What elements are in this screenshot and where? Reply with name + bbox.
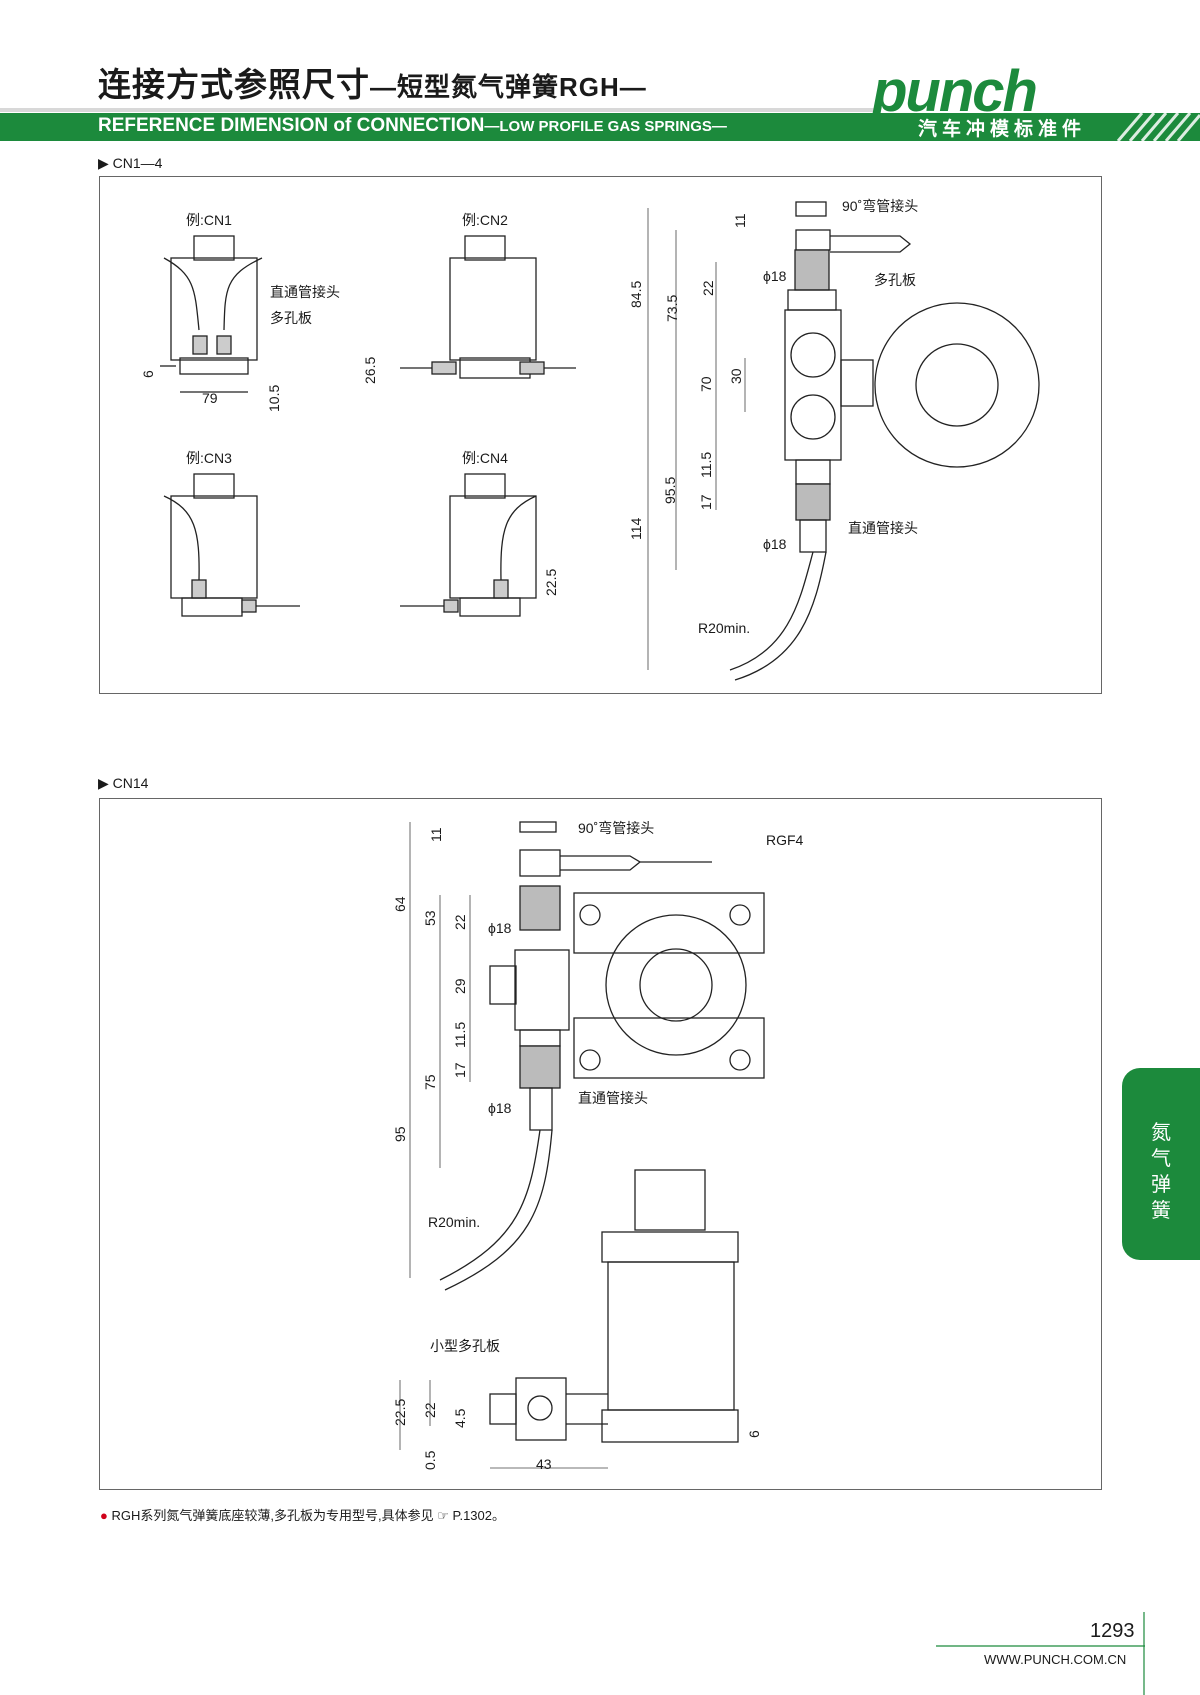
logo-subtitle: 汽车冲模标准件	[918, 119, 1087, 140]
dim-phi18-top-cn14: ϕ18	[488, 920, 512, 936]
info-icon: ●	[100, 1508, 108, 1523]
cn1-example-label: 例:CN1	[186, 212, 232, 228]
title-cn-sub: —短型氮气弹簧RGH—	[370, 72, 647, 102]
small-manifold-label: 小型多孔板	[430, 1338, 500, 1354]
triangle-icon: ▶	[98, 155, 109, 171]
manifold-label-2: 多孔板	[874, 272, 916, 288]
triangle-icon: ▶	[98, 775, 109, 791]
section1-frame	[99, 176, 1102, 694]
side-category-tab[interactable]	[1122, 1068, 1200, 1260]
radius-label: R20min.	[698, 620, 751, 636]
dim-43: 43	[536, 1456, 552, 1472]
straight-fitting-label: 直通管接头	[270, 284, 340, 300]
radius-label-cn14: R20min.	[428, 1214, 481, 1230]
dim-phi18-top: ϕ18	[763, 268, 787, 284]
elbow-fitting-label-cn14: 90˚弯管接头	[578, 820, 655, 836]
punch-logo: punch	[872, 59, 1038, 124]
straight-fitting-label-2: 直通管接头	[848, 520, 918, 536]
section2-label-text: CN14	[112, 775, 149, 791]
section2-frame	[99, 798, 1102, 1490]
side-category-tab-label: 氮气弹簧	[1151, 1122, 1171, 1222]
cn2-example-label: 例:CN2	[462, 212, 508, 228]
straight-fitting-label-cn14: 直通管接头	[578, 1090, 648, 1106]
dim-79: 79	[202, 390, 218, 406]
title-cn-main: 连接方式参照尺寸	[98, 66, 370, 103]
website-url[interactable]: WWW.PUNCH.COM.CN	[984, 1652, 1127, 1667]
header-stripes	[0, 108, 1200, 142]
title-en-sub: —LOW PROFILE GAS SPRINGS—	[484, 118, 727, 135]
section1-label: ▶ CN1—4	[98, 155, 162, 172]
section1-label-text: CN1—4	[112, 155, 163, 171]
manifold-label: 多孔板	[270, 310, 312, 326]
title-en-main: REFERENCE DIMENSION of CONNECTION	[98, 115, 485, 136]
elbow-fitting-label: 90˚弯管接头	[842, 198, 919, 214]
page-number: 1293	[1090, 1620, 1135, 1642]
cn3-example-label: 例:CN3	[186, 450, 232, 466]
section2-label: ▶ CN14	[98, 775, 148, 792]
dim-phi18-bottom: ϕ18	[763, 536, 787, 552]
page-title-cn: 连接方式参照尺寸—短型氮气弹簧RGH—	[98, 58, 647, 106]
dim-phi18-bottom-cn14: ϕ18	[488, 1100, 512, 1116]
page-title-en: REFERENCE DIMENSION of CONNECTION—LOW PR…	[98, 115, 727, 137]
cn4-example-label: 例:CN4	[462, 450, 508, 466]
rgf4-label: RGF4	[766, 832, 804, 848]
footnote-text: RGH系列氮气弹簧底座较薄,多孔板为专用型号,具体参见 ☞ P.1302。	[111, 1508, 506, 1523]
footnote: ● RGH系列氮气弹簧底座较薄,多孔板为专用型号,具体参见 ☞ P.1302。	[100, 1505, 505, 1524]
